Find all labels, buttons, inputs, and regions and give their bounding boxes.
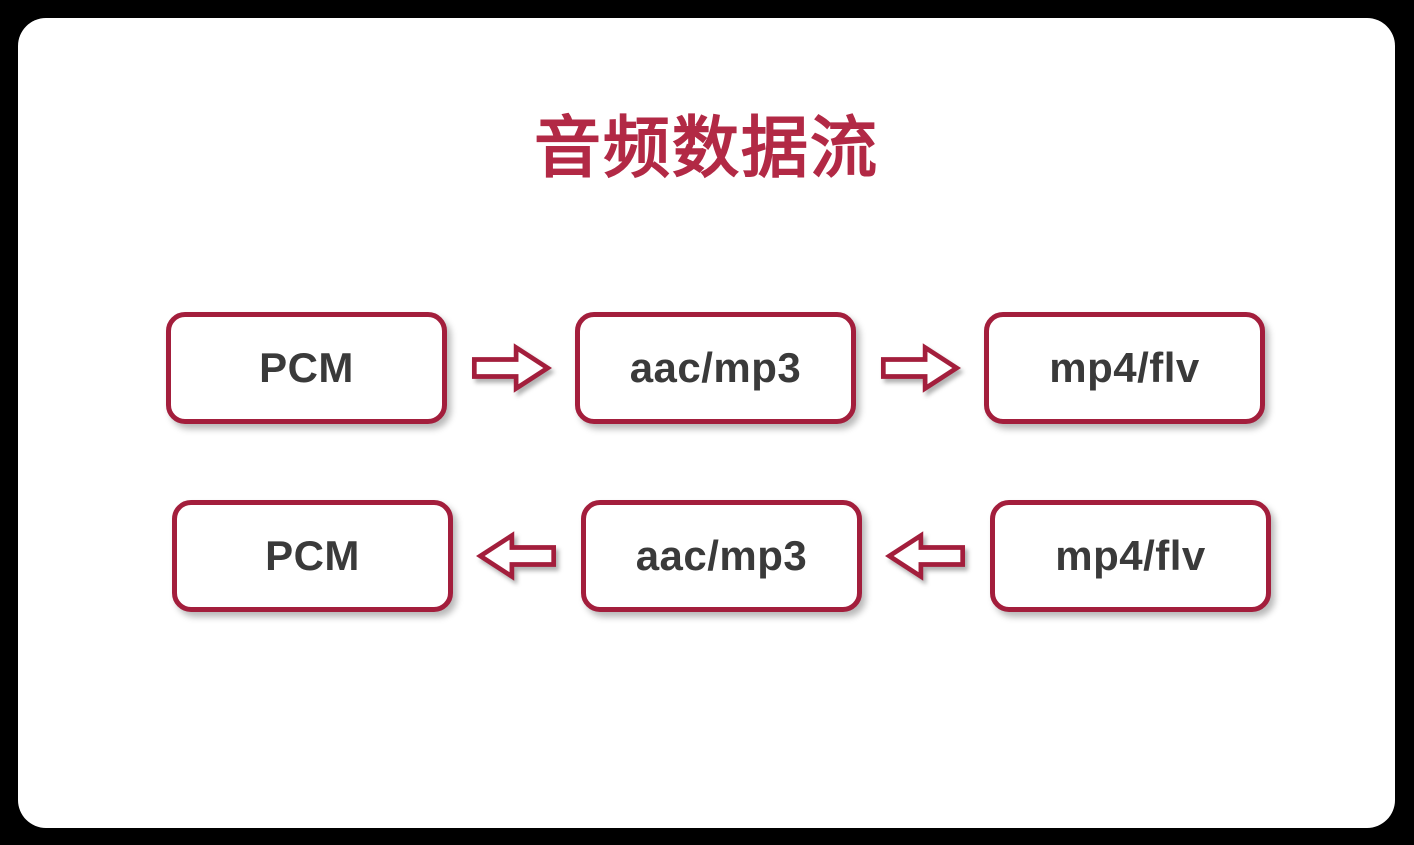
node-pcm-source: PCM: [166, 312, 447, 424]
page-title: 音频数据流: [534, 111, 879, 186]
arrow-right-icon: [880, 343, 961, 393]
flow-row-encode: PCM aac/mp3 mp4/flv: [166, 312, 1265, 424]
node-aac-mp3-demuxed: aac/mp3: [581, 500, 862, 612]
node-label: mp4/flv: [1055, 532, 1206, 579]
node-label: PCM: [265, 532, 360, 579]
arrow-left-icon: [885, 531, 966, 581]
node-pcm-decoded: PCM: [172, 500, 453, 612]
arrow-left-icon: [476, 531, 557, 581]
node-mp4-flv-container: mp4/flv: [984, 312, 1265, 424]
flow-row-decode: PCM aac/mp3 mp4/flv: [172, 500, 1271, 612]
node-label: aac/mp3: [629, 344, 802, 391]
node-mp4-flv-source: mp4/flv: [990, 500, 1271, 612]
node-aac-mp3-encoded: aac/mp3: [575, 312, 856, 424]
node-label: aac/mp3: [635, 532, 808, 579]
node-label: PCM: [259, 344, 354, 391]
node-label: mp4/flv: [1049, 344, 1200, 391]
arrow-right-icon: [471, 343, 552, 393]
slide: 音频数据流 PCM aac/mp3 mp4/flv PCM: [18, 18, 1395, 828]
